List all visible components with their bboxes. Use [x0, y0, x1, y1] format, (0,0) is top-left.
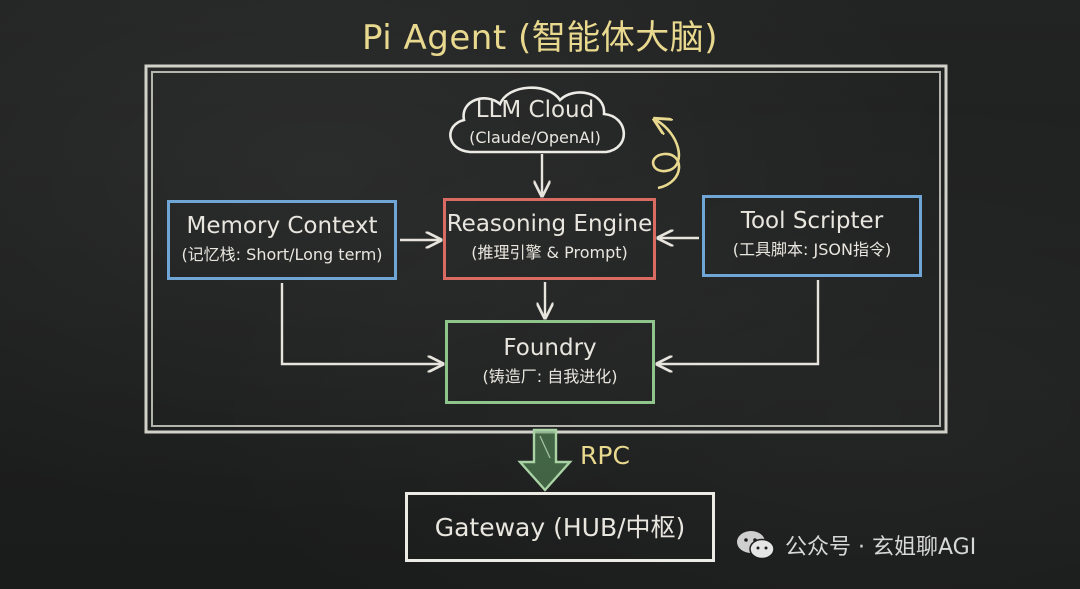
reasoning-engine-box: Reasoning Engine (推理引擎 & Prompt) [443, 198, 656, 280]
outer-frame-inner [151, 71, 941, 427]
watermark-text: 公众号 · 玄姐聊AGI [785, 535, 977, 560]
memory-context-title: Memory Context [186, 213, 378, 239]
rpc-arrow-hatch [539, 435, 551, 459]
foundry-title: Foundry [503, 335, 597, 361]
llm-cloud-subtitle: (Claude/OpenAI) [469, 128, 601, 147]
llm-cloud-shape [449, 86, 626, 154]
tool-scripter-box: Tool Scripter (工具脚本: JSON指令) [702, 195, 922, 277]
gateway-box: Gateway (HUB/中枢) [405, 492, 715, 562]
page-title: Pi Agent (智能体大脑) [362, 18, 718, 58]
llm-cloud: LLM Cloud (Claude/OpenAI) [450, 95, 620, 149]
arrow-memory-to-foundry [280, 283, 441, 364]
rpc-arrow [517, 428, 573, 492]
reasoning-engine-title: Reasoning Engine [446, 211, 653, 237]
foundry-subtitle: (铸造厂: 自我进化) [482, 367, 618, 386]
rpc-label: RPC [580, 441, 630, 470]
feedback-loop-arrow [653, 120, 681, 190]
memory-context-subtitle: (记忆栈: Short/Long term) [181, 245, 383, 264]
llm-cloud-title: LLM Cloud [475, 97, 595, 123]
arrow-tool-to-foundry [659, 280, 820, 364]
reasoning-engine-subtitle: (推理引擎 & Prompt) [471, 243, 628, 262]
foundry-box: Foundry (铸造厂: 自我进化) [445, 320, 655, 404]
tool-scripter-title: Tool Scripter [740, 208, 884, 234]
memory-context-box: Memory Context (记忆栈: Short/Long term) [167, 200, 397, 280]
gateway-title: Gateway (HUB/中枢) [434, 513, 686, 542]
tool-scripter-subtitle: (工具脚本: JSON指令) [732, 240, 892, 259]
wechat-icon [737, 531, 775, 560]
watermark: 公众号 · 玄姐聊AGI [735, 525, 1065, 565]
